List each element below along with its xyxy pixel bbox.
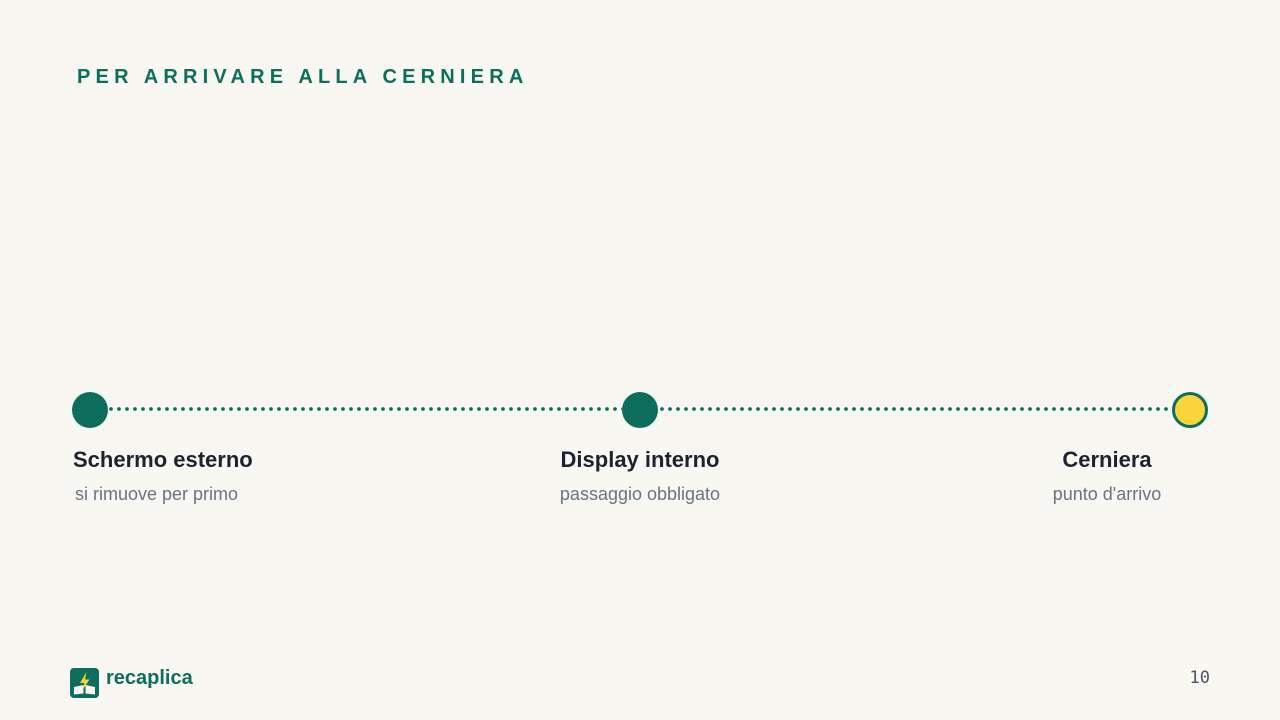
slide-title: PER ARRIVARE ALLA CERNIERA: [77, 66, 529, 88]
timeline-node-2: [622, 392, 658, 428]
book-lightning-icon: [70, 668, 99, 698]
step-sublabel-1: si rimuove per primo: [75, 484, 239, 504]
timeline-connector-1: [107, 407, 622, 411]
timeline-connector-2: [658, 407, 1172, 411]
brand-logo: recaplica: [70, 666, 193, 698]
step-sublabel-3: punto d'arrivo: [1052, 484, 1162, 504]
brand-name: recaplica: [106, 666, 193, 689]
timeline-node-1: [72, 392, 108, 428]
timeline-node-target: [1172, 392, 1208, 428]
page-number: 10: [1189, 668, 1210, 688]
step-label-2: Display interno: [560, 447, 720, 472]
step-sublabel-2: passaggio obbligato: [559, 484, 721, 504]
step-label-1: Schermo esterno: [73, 447, 253, 472]
step-label-3: Cerniera: [1062, 447, 1152, 472]
